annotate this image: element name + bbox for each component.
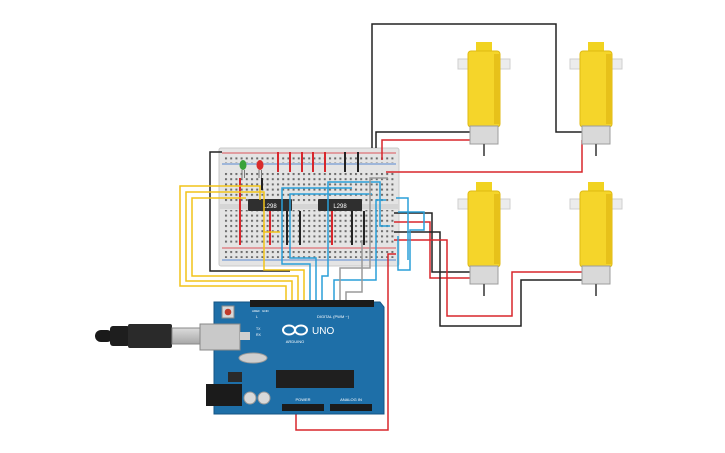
aref-label: AREF [252, 309, 260, 313]
motor-top-left[interactable] [457, 42, 511, 156]
power-label: POWER [295, 397, 310, 402]
rx-label: RX [256, 333, 262, 337]
led-red[interactable] [256, 160, 264, 178]
power-jack[interactable] [206, 384, 242, 406]
motor-bottom-left[interactable] [457, 182, 511, 296]
analog-header[interactable] [330, 404, 372, 411]
usb-port[interactable] [199, 323, 241, 351]
motor-bottom-right[interactable] [569, 182, 623, 296]
tx-label: TX [256, 327, 261, 331]
usb-cable [95, 324, 209, 348]
digital-header[interactable] [250, 300, 374, 307]
capacitor-2 [257, 391, 271, 405]
l-label: L [256, 315, 258, 319]
power-header[interactable] [282, 404, 324, 411]
led-green[interactable] [239, 160, 247, 178]
gnd-label: GND [262, 309, 270, 313]
breadboard-jumpers [239, 152, 365, 245]
analog-label: ANALOG IN [340, 397, 362, 402]
arduino-logo [282, 324, 308, 336]
l298-chip-left: L298 [248, 199, 292, 211]
atmega-chip [276, 370, 354, 388]
arduino-uno[interactable]: UNO ARDUINO DIGITAL (PWM ~) POWER ANALOG… [95, 300, 385, 415]
arduino-brand: ARDUINO [286, 339, 304, 344]
motor-top-right[interactable] [569, 42, 623, 156]
crystal [238, 352, 268, 364]
wires-signal [179, 177, 396, 431]
digital-label: DIGITAL (PWM ~) [317, 314, 350, 319]
capacitor-1 [243, 391, 257, 405]
chip-left-label: L298 [263, 204, 277, 210]
arduino-model: UNO [312, 326, 334, 337]
wires-motor-power [209, 23, 584, 327]
chip-right-label: L298 [333, 204, 347, 210]
l298-chip-right: L298 [318, 199, 362, 211]
